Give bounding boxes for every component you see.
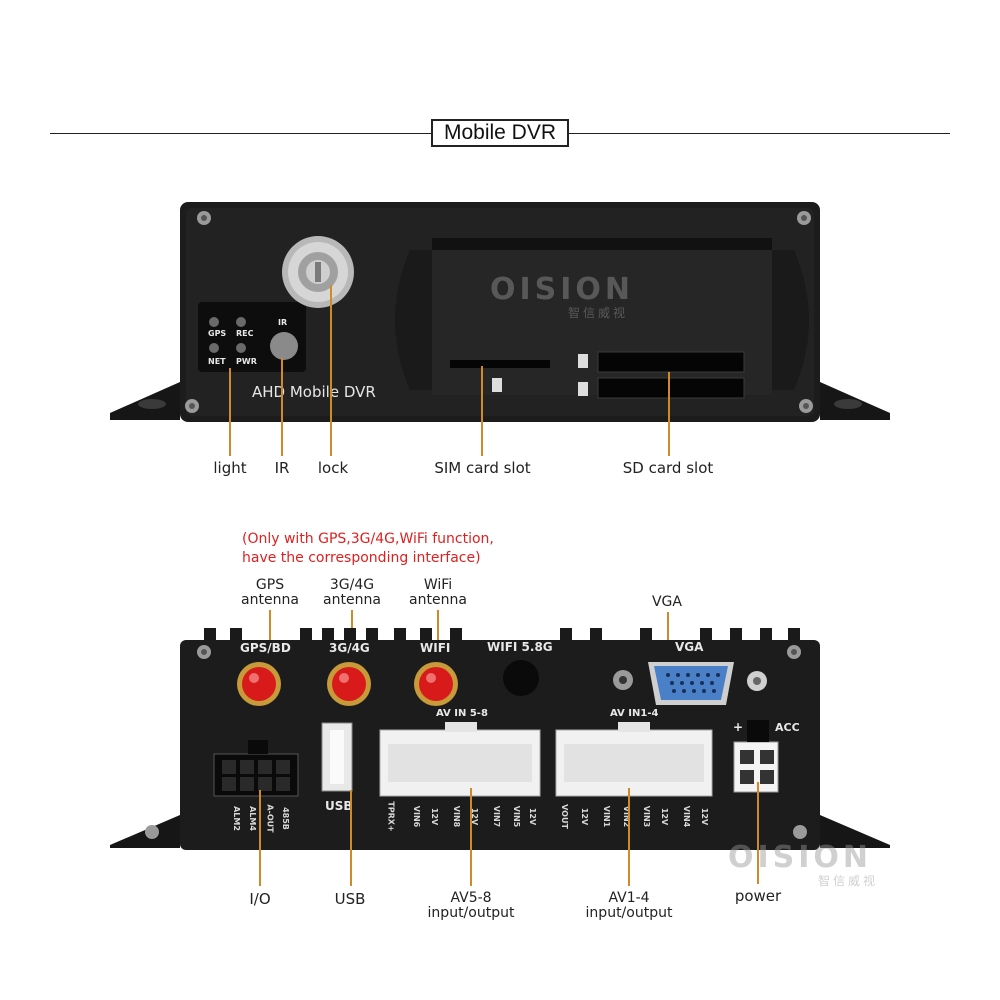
av58-pin-11: VIN7 (492, 805, 502, 828)
av58-pin-1: TPRX+ (386, 801, 396, 832)
g4-label: 3G/4G (329, 641, 370, 655)
light-callout: light (213, 459, 247, 477)
g4-antenna-callout-line-1: 3G/4G (329, 577, 375, 593)
gps-antenna-callout-line-2: antenna (241, 592, 299, 608)
light-callout-line (229, 368, 231, 456)
gps-antenna-callout-line-1: GPS (255, 577, 285, 593)
led-gps: GPS (208, 329, 227, 338)
feature-note: (Only with GPS,3G/4G,WiFi function, have… (242, 530, 494, 568)
av58-pin-3: VIN6 (412, 805, 422, 828)
watermark-brand-front: OISION (490, 272, 635, 307)
sd-callout: SD card slot (622, 459, 714, 477)
lock-callout-line (330, 285, 332, 456)
av14-callout: AV1-4 input/output (578, 891, 680, 921)
sim-callout-line (481, 366, 483, 456)
power-callout: power (734, 887, 782, 905)
g4-antenna-callout: 3G/4G antenna (317, 578, 387, 608)
av58-pin-7: VIN8 (452, 805, 462, 828)
av58-pin-9: 12V (470, 807, 480, 826)
front-dvr-image (110, 202, 890, 422)
io-pin-1: ALM2 (231, 806, 241, 831)
av14-callout-line-2: input/output (585, 905, 673, 921)
vga-line (667, 612, 669, 666)
av14-pin-5: VIN1 (602, 805, 612, 828)
lock-callout: lock (317, 459, 349, 477)
av14-pin-7: VIN2 (622, 805, 632, 828)
av14-pin-13: VIN4 (682, 805, 692, 828)
av58-panel-label: AV IN 5-8 (436, 708, 488, 719)
io-callout: I/O (249, 890, 271, 908)
feature-note-line-1: (Only with GPS,3G/4G,WiFi function, (242, 531, 494, 547)
wifi-antenna-line (437, 610, 439, 664)
gps-antenna-line (269, 610, 271, 664)
ir-callout: IR (274, 459, 290, 477)
av14-pin-15: 12V (700, 807, 710, 826)
usb-callout-line (350, 790, 352, 886)
io-pin-2: ALM4 (247, 806, 257, 831)
av14-pin-3: 12V (580, 807, 590, 826)
led-rec: REC (236, 329, 254, 338)
watermark-sub-front: 智信威视 (568, 306, 629, 320)
av14-pin-9: VIN3 (642, 805, 652, 828)
io-pin-3: A-OUT (265, 804, 275, 833)
power-callout-line (757, 782, 759, 884)
av58-callout-line-1: AV5-8 (450, 890, 492, 906)
sim-callout: SIM card slot (434, 459, 531, 477)
ir-callout-line (281, 358, 283, 456)
page-title: Mobile DVR (431, 119, 569, 147)
usb-panel-label: USB (325, 799, 353, 813)
g4-antenna-callout-line-2: antenna (323, 592, 381, 608)
av58-pin-5: 12V (430, 807, 440, 826)
wifi-antenna-callout-line-1: WiFi (423, 577, 453, 593)
av14-pin-1: VOUT (559, 804, 569, 829)
vga-callout: VGA (651, 594, 682, 610)
header-rule-left (50, 133, 431, 134)
av58-pin-15: 12V (528, 807, 538, 826)
wifi-antenna-callout: WiFi antenna (403, 578, 473, 608)
back-dvr-image (110, 628, 890, 850)
av14-panel-label: AV IN1-4 (610, 708, 659, 719)
av58-callout-line (470, 788, 472, 886)
feature-note-line-2: have the corresponding interface) (242, 550, 481, 566)
wifi-label: WIFI (420, 641, 451, 655)
av58-pin-13: VIN5 (512, 805, 522, 828)
led-net: NET (208, 357, 226, 366)
av58-callout-line-2: input/output (427, 905, 515, 921)
vga-panel-label: VGA (675, 640, 704, 654)
av14-callout-line-1: AV1-4 (608, 890, 650, 906)
wifi-antenna-callout-line-2: antenna (409, 592, 467, 608)
led-pwr: PWR (236, 357, 257, 366)
device-label: AHD Mobile DVR (252, 383, 376, 401)
ir-panel-label: IR (278, 318, 288, 327)
av14-callout-line (628, 788, 630, 886)
plus-label: + (733, 720, 744, 734)
watermark-brand-back: OISION (728, 840, 873, 875)
av58-callout: AV5-8 input/output (420, 891, 522, 921)
watermark-sub-back: 智信威视 (818, 874, 879, 888)
av14-pin-11: 12V (660, 807, 670, 826)
gps-antenna-callout: GPS antenna (235, 578, 305, 608)
io-pin-4: 485B (280, 807, 290, 830)
usb-callout: USB (334, 890, 366, 908)
acc-label: ACC (775, 721, 800, 734)
sd-callout-line (668, 372, 670, 456)
io-callout-line (259, 790, 261, 886)
header-rule-right (569, 133, 950, 134)
gps-bd-label: GPS/BD (240, 641, 291, 655)
wifi58-label: WIFI 5.8G (487, 640, 553, 654)
